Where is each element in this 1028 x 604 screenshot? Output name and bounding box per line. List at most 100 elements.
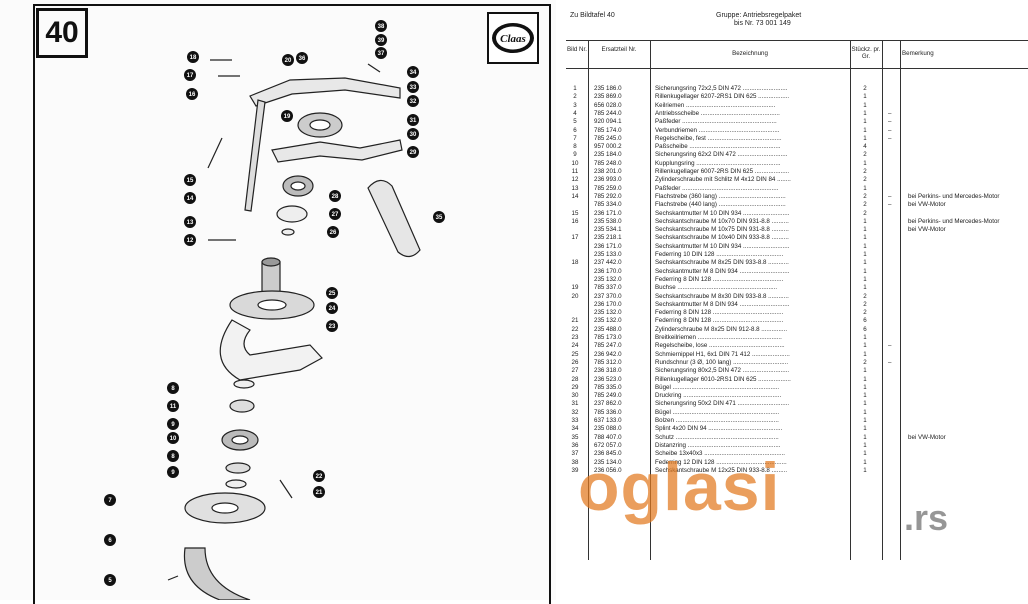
description-cell: Sicherungsring 72x2,5 DIN 472 ..........… — [655, 85, 788, 92]
quantity-cell: 2 — [863, 151, 867, 159]
part-number-cell: 235 132.0 — [594, 275, 622, 283]
description-cell: Rillenkugellager 6207-2RS1 DIN 625 .....… — [655, 93, 790, 101]
diagram-frame — [33, 4, 551, 604]
quantity-cell: 1 — [863, 134, 867, 142]
callout: 29 — [407, 146, 419, 158]
description-cell: Flachstrebe (360 lang) .................… — [655, 192, 786, 200]
part-number-cell: 785 249.0 — [594, 392, 622, 400]
svg-text:33: 33 — [410, 85, 417, 91]
svg-text:19: 19 — [284, 114, 291, 120]
part-number-cell: 237 370.0 — [594, 292, 622, 300]
description-cell: Sechskantmutter M 8 DIN 934 ............… — [655, 267, 790, 275]
callout: 19 — [281, 110, 293, 122]
bild-cell: 16 — [571, 217, 579, 225]
parts-table: Bild Nr. Ersatzteil Nr. Bezeichnung Stüc… — [566, 40, 1028, 600]
bild-cell: 25 — [571, 350, 579, 358]
part-number-cell: 236 056.0 — [594, 466, 622, 474]
svg-text:16: 16 — [189, 92, 196, 98]
description-cell: Paßfeder ...............................… — [655, 118, 777, 126]
description-cell: Sechskantschraube M 8x30 DIN 933-8.8 ...… — [655, 292, 789, 300]
guard-35 — [367, 179, 421, 258]
svg-text:34: 34 — [410, 70, 417, 76]
quantity-cell: 1 — [863, 433, 867, 441]
quantity-cell: 1 — [863, 242, 867, 250]
quantity-cell: 2 — [863, 176, 867, 184]
bild-cell: 15 — [571, 209, 579, 217]
description-cell: Bügel ..................................… — [655, 408, 780, 416]
svg-text:22: 22 — [316, 474, 323, 480]
description-cell: Bolzen .................................… — [655, 417, 779, 424]
svg-text:11: 11 — [170, 404, 177, 410]
part-number-cell: 238 201.0 — [594, 168, 622, 175]
callout: 14 — [184, 192, 196, 204]
quantity-cell: 2 — [863, 292, 867, 300]
description-cell: Zylinderschraube mit Schlitz M 4x12 DIN … — [655, 176, 791, 184]
callout: 35 — [433, 211, 445, 223]
remark-cell: bei VW-Motor — [908, 201, 946, 209]
bild-cell: 26 — [571, 358, 579, 366]
svg-text:20: 20 — [285, 58, 292, 64]
pin-34 — [367, 63, 381, 73]
bild-cell: 17 — [571, 234, 579, 242]
callout: 34 — [407, 66, 419, 78]
svg-text:30: 30 — [410, 132, 417, 138]
part-number-cell: 236 170.0 — [594, 267, 622, 275]
part-number-cell: 235 218.1 — [594, 234, 622, 242]
part-number-cell: 656 028.0 — [594, 101, 622, 109]
quantity-cell: 1 — [863, 126, 867, 134]
callout: 12 — [184, 234, 196, 246]
part-number-cell: 236 318.0 — [594, 367, 622, 375]
description-cell: Sechskantmutter M 10 DIN 934 ...........… — [655, 242, 790, 250]
quantity-cell: 6 — [863, 317, 867, 325]
svg-text:39: 39 — [378, 38, 385, 44]
svg-text:35: 35 — [436, 215, 443, 221]
upper-bracket — [249, 77, 401, 107]
quantity-cell: 1 — [863, 342, 867, 350]
part-number-cell: 235 869.0 — [594, 93, 622, 101]
description-cell: Federring 12 DIN 128 ...................… — [655, 458, 787, 466]
callout: 8 — [167, 382, 179, 394]
description-cell: Sechskantschraube M 10x70 DIN 931-8.8 ..… — [655, 217, 789, 225]
quantity-cell: 1 — [863, 259, 867, 267]
quantity-cell: 1 — [863, 425, 867, 433]
svg-text:12: 12 — [187, 238, 194, 244]
callout: 24 — [326, 302, 338, 314]
quantity-cell: 1 — [863, 184, 867, 192]
quantity-cell: 1 — [863, 118, 867, 126]
quantity-cell: 1 — [863, 159, 867, 167]
description-cell: Sechskantschraube M 10x40 DIN 933-8.8 ..… — [655, 234, 789, 242]
svg-text:8: 8 — [171, 386, 175, 392]
callout: 31 — [407, 114, 419, 126]
description-cell: Splint 4x20 DIN 94 .....................… — [655, 425, 783, 433]
table-row: 17 235 218.1 Sechskantschraube M 10x40 DIN… — [566, 234, 1028, 242]
bild-cell: 29 — [571, 383, 579, 391]
parts-diagram: 18 17 16 15 14 13 12 20 36 38 39 37 33 3… — [104, 20, 445, 600]
bild-cell: 5 — [573, 118, 577, 126]
bild-cell: 18 — [571, 259, 579, 267]
quantity-cell: 1 — [863, 458, 867, 466]
part-number-cell: 785 337.0 — [594, 284, 622, 292]
bild-cell: 37 — [571, 450, 579, 458]
mark-cell: – — [888, 126, 892, 134]
quantity-cell: 1 — [863, 217, 867, 225]
part-number-cell: 235 134.0 — [594, 458, 622, 466]
description-cell: Regelscheibe, fest .....................… — [655, 134, 782, 142]
quantity-cell: 1 — [863, 417, 867, 424]
quantity-cell: 2 — [863, 300, 867, 308]
bild-cell: 6 — [573, 126, 577, 134]
callout: 26 — [327, 226, 339, 238]
